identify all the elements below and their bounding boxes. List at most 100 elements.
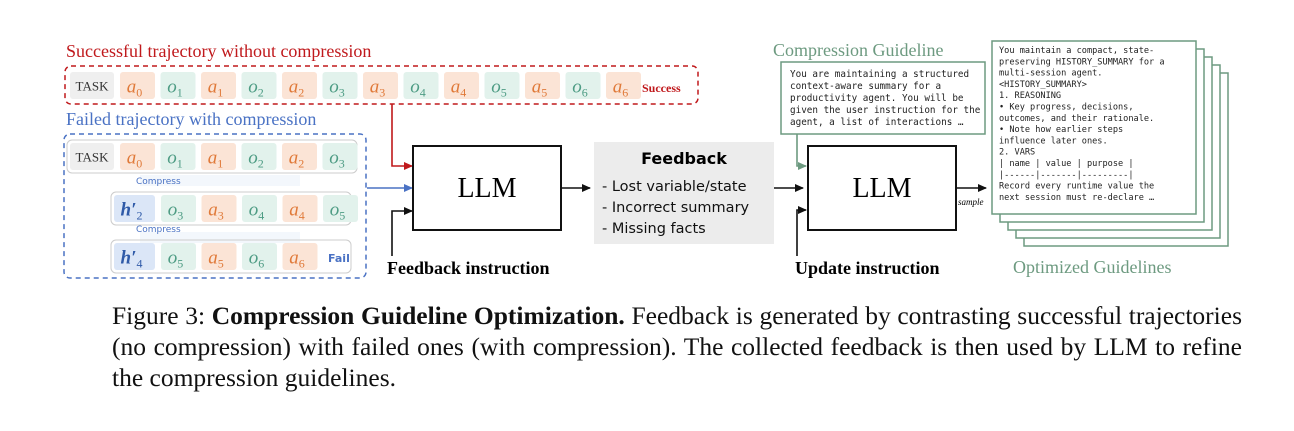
guideline-line: You are maintaining a structured: [790, 69, 969, 80]
feedback-instruction-label: Feedback instruction: [387, 258, 550, 278]
success-token-label: a2: [289, 77, 305, 100]
compression-guideline-box: [780, 61, 986, 135]
failed-token-bg: [201, 195, 237, 222]
compression-guideline-title: Compression Guideline: [773, 40, 943, 60]
success-panel-title: Successful trajectory without compressio…: [66, 41, 371, 61]
success-token: a1: [201, 72, 236, 100]
success-token-bg: [322, 72, 358, 99]
optimized-guidelines-title: Optimized Guidelines: [1013, 257, 1171, 277]
failed-token: o2: [241, 143, 277, 171]
success-token: a5: [525, 72, 560, 100]
success-token-bg: [606, 72, 641, 99]
failed-token-bg: [282, 243, 318, 270]
failed-token-label: o1: [167, 148, 183, 171]
success-token: a3: [363, 72, 398, 100]
update-instruction-arrow: [796, 206, 807, 256]
failed-token-bg: [241, 143, 277, 170]
success-token-bg: [565, 72, 601, 99]
failed-token-label: o3: [168, 200, 184, 223]
failed-token-label: a5: [208, 248, 224, 271]
compression-guideline-diagram: Successful trajectory without compressio…: [63, 40, 1229, 279]
failed-token-bg: [323, 195, 358, 222]
compression-guideline-text: You are maintaining a structuredcontext-…: [790, 69, 981, 128]
optimized-line: You maintain a compact, state-: [999, 46, 1154, 56]
compress-band-1: [140, 175, 300, 186]
failed-token: a6: [282, 243, 318, 271]
failed-row-border: [110, 239, 352, 274]
sample-label: sample: [958, 197, 984, 207]
failed-token-bg: [201, 143, 236, 170]
failed-token: o3: [322, 143, 358, 171]
history-summary-token: h′4: [114, 243, 155, 271]
failed-token-label: a6: [289, 248, 305, 271]
failed-token-label: a4: [289, 200, 305, 223]
success-token-label: a0: [127, 77, 143, 100]
success-token-label: o3: [329, 77, 345, 100]
success-token-bg: [120, 72, 155, 99]
failed-token-label: a0: [127, 148, 143, 171]
success-token-label: a5: [532, 77, 548, 100]
compress-label-2: Compress: [136, 225, 181, 235]
history-summary-token-bg: [114, 243, 155, 270]
failed-token-bg: [282, 195, 318, 222]
failed-token-bg: [161, 243, 196, 270]
success-task-token-label: TASK: [76, 79, 110, 94]
failed-token-label: a2: [289, 148, 305, 171]
success-token: a2: [282, 72, 317, 100]
success-token-label: a1: [208, 77, 224, 100]
failed-token: o5: [161, 243, 196, 271]
failed-token-bg: [201, 243, 237, 270]
feedback-item: - Incorrect summary: [602, 200, 750, 216]
caption-text: Feedback is generated by contrasting suc…: [112, 301, 1243, 392]
history-summary-token-label: h′4: [121, 248, 143, 271]
optimized-line: |------|-------|---------|: [999, 170, 1134, 180]
failed-task-token-label: TASK: [76, 150, 110, 165]
optimized-line: next session must re-declare …: [999, 193, 1154, 203]
failed-task-token-bg: [70, 143, 114, 170]
optimized-line: | name | value | purpose |: [999, 159, 1134, 169]
optimized-line: preserving HISTORY_SUMMARY for a: [999, 57, 1165, 67]
history-summary-token-bg: [114, 195, 155, 222]
failed-token: a2: [282, 143, 317, 171]
llm-left-box: [412, 145, 562, 231]
failed-token: a4: [282, 195, 318, 223]
optimized-line: multi-session agent.: [999, 69, 1102, 79]
compress-label-1: Compress: [136, 177, 181, 187]
failed-token-bg: [242, 195, 277, 222]
success-token-bg: [525, 72, 560, 99]
update-instruction-label: Update instruction: [795, 258, 940, 278]
feedback-item: - Lost variable/state: [602, 179, 747, 195]
failed-token-bg: [322, 143, 358, 170]
success-token-bg: [160, 72, 196, 99]
failed-token-bg: [282, 143, 317, 170]
history-summary-token-label: h′2: [121, 200, 143, 223]
failed-row: TASK a0 o1 a1 o2 a2 o3: [66, 139, 358, 174]
failed-token-label: o3: [329, 148, 345, 171]
success-token-bg: [403, 72, 439, 99]
success-token: a4: [444, 72, 479, 100]
success-token: a0: [120, 72, 155, 100]
success-status: Success: [642, 81, 681, 95]
success-token-bg: [363, 72, 398, 99]
optimized-guideline-text: You maintain a compact, state-preserving…: [999, 46, 1165, 203]
failed-token-label: o5: [330, 200, 346, 223]
failed-panel-border: [63, 133, 367, 279]
optimized-line: <HISTORY_SUMMARY>: [999, 80, 1087, 90]
success-token-label: a3: [370, 77, 386, 100]
failed-token: o4: [242, 195, 277, 223]
fail-status: Fail: [328, 252, 350, 265]
failed-token: a5: [201, 243, 237, 271]
success-token-label: o4: [410, 77, 426, 100]
success-token-bg: [484, 72, 520, 99]
success-task-token: TASK: [70, 72, 114, 99]
history-summary-token: h′2: [114, 195, 155, 223]
failed-token-label: a1: [208, 148, 224, 171]
failed-token: a1: [201, 143, 236, 171]
success-token-label: o1: [167, 77, 183, 100]
failed-token: o1: [160, 143, 196, 171]
success-token-bg: [444, 72, 479, 99]
failed-token: a0: [120, 143, 155, 171]
success-token-label: o2: [248, 77, 264, 100]
